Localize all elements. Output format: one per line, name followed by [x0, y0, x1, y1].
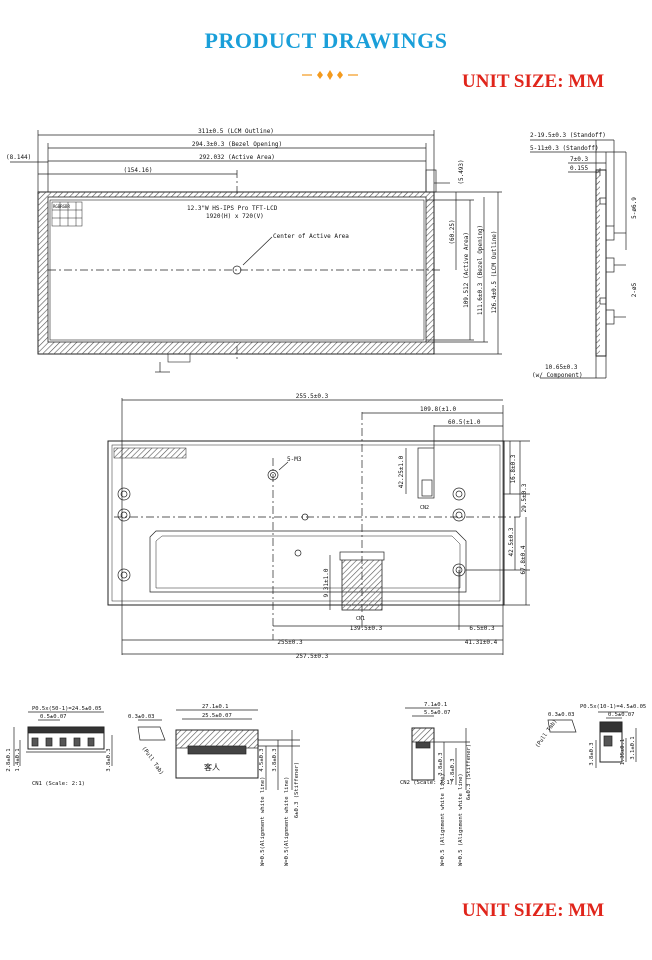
cn1-h1: 2.8±0.1	[6, 748, 12, 771]
dim-hole-5: 2-ø5	[631, 282, 638, 297]
dim-1395: 139.5±0.3	[350, 625, 383, 632]
fpc1-detail	[175, 709, 300, 790]
fpc1-v3: 6±0.3 (Stiffener)	[294, 762, 300, 818]
side-view-labels: 2-19.5±0.3 (Standoff) 5-11±0.3 (Standoff…	[530, 132, 638, 379]
center-active-area-label: Center of Active Area	[273, 233, 349, 240]
fpc1-w1: 27.1±0.1	[202, 704, 229, 710]
front-view-vertical-labels: (5.493) (60.25) 109.512 (Active Area) 11…	[449, 159, 498, 315]
cn1-pull-tab: (Pull Tab)	[140, 746, 164, 777]
dim-295: 29.5±0.3	[521, 483, 528, 512]
fpc1-align-1: W=0.5(Alignment white line)	[260, 777, 266, 866]
dim-top-offset: (5.493)	[458, 159, 465, 184]
dim-678: 67.8±0.4	[520, 545, 527, 574]
dim-425: 42.5±0.3	[508, 527, 515, 556]
dim-half-height: (60.25)	[449, 219, 456, 244]
dim-2555: 255.5±0.3	[296, 393, 329, 400]
dim-standoff-11: 5-11±0.3 (Standoff)	[530, 145, 599, 152]
panel-spec-line2: 1920(H) x 720(V)	[206, 213, 264, 220]
dim-left-offset: (8.144)	[6, 154, 31, 161]
cn2-h3: 6±0.3 (Stiffener)	[466, 744, 472, 800]
dim-half-width: (154.16)	[124, 167, 153, 174]
dim-standoff-19: 2-19.5±0.3 (Standoff)	[530, 132, 606, 139]
dim-1098: 109.8(±1.0	[420, 406, 457, 413]
cn2-w1: 7.1±0.1	[424, 702, 447, 708]
dim-active-height: 109.512 (Active Area)	[463, 232, 470, 308]
cn1-pad: 0.5±0.07	[40, 714, 67, 720]
cn1-detail-labels: P0.5x(50-1)=24.5±0.05 0.5±0.07 CN1 (Scal…	[6, 706, 164, 787]
cn2-h1: 3.8±0.3	[438, 752, 444, 775]
cn1-label: CN1	[356, 616, 365, 622]
cn2-align-1: W=0.5 (Alignment white line)	[440, 773, 446, 866]
rgb-pixel-label: RGBRGBR	[53, 204, 70, 209]
cn3-detail-labels: P0.5x(10-1)=4.5±0.05 0.5±0.07 0.3±0.03 (…	[535, 704, 647, 766]
cn3-h1: 3.8±0.3	[589, 742, 595, 765]
dim-168: 16.8±0.3	[510, 454, 517, 483]
back-view-labels: 255.5±0.3 109.8(±1.0 60.5(±1.0 5-M3 CN2 …	[277, 393, 528, 660]
cn1-scale: CN1 (Scale: 2:1)	[32, 781, 85, 787]
dim-65: 6.5±0.3	[469, 625, 495, 632]
cn2-label: CN2	[420, 505, 429, 511]
cn3-pitch: P0.5x(10-1)=4.5±0.05	[580, 704, 646, 710]
front-view-labels: 311±0.5 (LCM Outline) 294.3±0.3 (Bezel O…	[6, 128, 349, 240]
fpc1-w2: 25.5±0.07	[202, 713, 232, 719]
cn2-align-2: W=0.5 (Alignment white line)	[458, 773, 464, 866]
title-ornament	[302, 70, 358, 80]
dim-931: 9.31±1.0	[323, 568, 330, 597]
dim-7: 7±0.3	[570, 156, 588, 163]
cn2-detail	[405, 707, 470, 790]
dim-255: 255±0.3	[277, 639, 303, 646]
cn2-detail-labels: 7.1±0.1 5.5±0.07 CN2 (Scale: 2:1) 3.8±0.…	[400, 702, 472, 866]
panel-spec-line1: 12.3"W HS-IPS Pro TFT-LCD	[187, 205, 278, 212]
unit-size-label-top: UNIT SIZE: MM	[462, 71, 605, 92]
fpc1-detail-labels: 27.1±0.1 25.5±0.07 客人 4.5±0.3 3.8±0.3 6±…	[202, 704, 300, 866]
dim-2575: 257.5±0.3	[296, 653, 329, 660]
cn1-thickness: 0.3±0.03	[128, 714, 155, 720]
dim-bezel-opening: 294.3±0.3 (Bezel Opening)	[192, 141, 282, 148]
screw-label: 5-M3	[287, 456, 302, 463]
cn2-scale: CN2 (Scale: 2:1)	[400, 780, 453, 786]
cn1-pitch: P0.5x(50-1)=24.5±0.05	[32, 706, 102, 712]
dim-bezel-height: 111.6±0.3 (Bezel Opening)	[477, 225, 484, 315]
unit-size-label-bottom: UNIT SIZE: MM	[462, 900, 605, 921]
dim-component-note: (w/ Component)	[532, 372, 583, 379]
cn1-h2: 1.4±0.1	[15, 748, 21, 771]
cn3-pad: 0.5±0.07	[608, 712, 635, 718]
fpc1-v2: 3.8±0.3	[272, 748, 278, 771]
cn1-detail	[13, 711, 166, 766]
page-title: PRODUCT DRAWINGS	[204, 28, 448, 53]
cn3-detail	[547, 711, 637, 768]
dim-lcm-outline: 311±0.5 (LCM Outline)	[198, 128, 274, 135]
cn3-h2: 1.35±0.1	[620, 739, 626, 766]
cn2-w2: 5.5±0.07	[424, 710, 451, 716]
cn3-h3: 3.1±0.1	[630, 736, 636, 759]
fpc1-align-2: W=0.5(Alignment white line)	[284, 777, 290, 866]
fpc1-mark: 客人	[204, 762, 220, 772]
dim-0155: 0.155	[570, 165, 588, 172]
dim-component: 10.65±0.3	[545, 364, 578, 371]
dim-lcm-height: 126.4±0.5 (LCM Outline)	[491, 230, 498, 313]
side-view	[530, 139, 627, 379]
fpc1-v1: 4.5±0.3	[259, 748, 265, 771]
dim-hole-69: 5-ø6.9	[631, 197, 638, 219]
cn3-thickness: 0.3±0.03	[548, 712, 575, 718]
dim-active-area: 292.032 (Active Area)	[199, 154, 275, 161]
cn1-h3: 3.8±0.3	[106, 748, 112, 771]
dim-4225: 42.25±1.0	[398, 455, 405, 488]
dim-4131: 41.31±0.4	[465, 639, 498, 646]
cn3-pull-tab: (Pull Tab)	[535, 719, 559, 750]
cn2-h2: 4.8±0.3	[450, 758, 456, 781]
back-view	[107, 398, 530, 655]
dim-605: 60.5(±1.0	[448, 419, 481, 426]
front-view	[10, 130, 502, 373]
